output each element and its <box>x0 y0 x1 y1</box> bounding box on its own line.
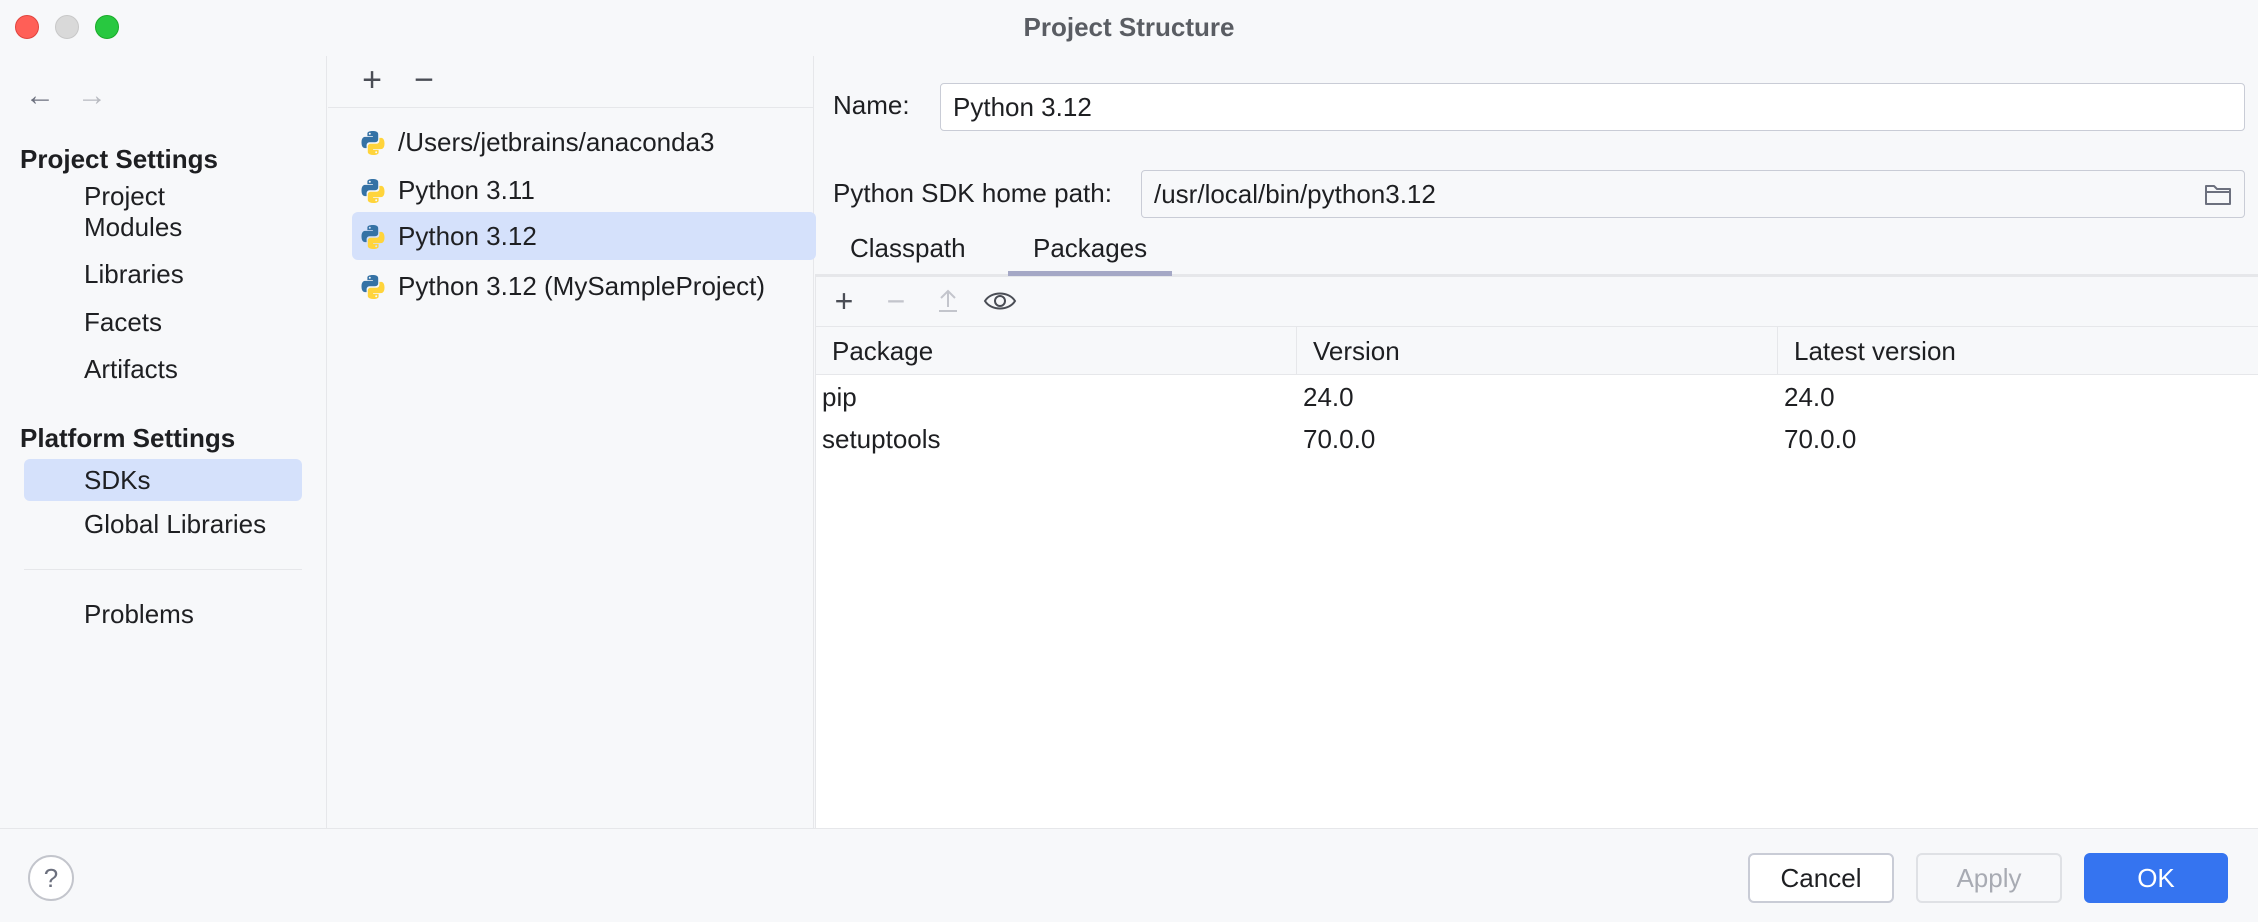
sdk-item-label: /Users/jetbrains/anaconda3 <box>398 127 715 157</box>
maximize-window-button[interactable] <box>95 15 119 39</box>
tab-classpath[interactable]: Classpath <box>850 233 966 263</box>
sdk-list-item[interactable]: Python 3.12 (MySampleProject) <box>352 262 816 310</box>
package-name-cell: setuptools <box>822 424 941 454</box>
python-icon <box>361 179 385 203</box>
python-icon <box>361 225 385 249</box>
sdk-details-panel: Name: Python 3.12 Python SDK home path: … <box>815 56 2258 828</box>
sidebar-item-sdks[interactable]: SDKs <box>24 459 302 501</box>
package-latest-version-cell: 24.0 <box>1784 382 1835 412</box>
home-path-label: Python SDK home path: <box>833 178 1112 208</box>
remove-sdk-minus-icon[interactable]: − <box>414 61 434 99</box>
sdk-list-item[interactable]: Python 3.11 <box>352 166 816 214</box>
sdk-item-label: Python 3.12 (MySampleProject) <box>398 271 766 301</box>
folder-icon[interactable] <box>2204 181 2232 207</box>
minimize-window-button[interactable] <box>55 15 79 39</box>
details-tabs: Classpath Packages <box>815 226 2258 276</box>
sdk-list-panel: + − /Users/jetbrains/anaconda3 Python 3.… <box>328 56 816 828</box>
apply-button[interactable]: Apply <box>1916 853 2062 903</box>
column-header-version[interactable]: Version <box>1297 327 1778 375</box>
sdk-list-item[interactable]: /Users/jetbrains/anaconda3 <box>352 118 816 166</box>
sidebar-item-modules[interactable]: Modules <box>84 212 183 242</box>
package-latest-version-cell: 70.0.0 <box>1784 424 1857 454</box>
dialog-footer: ? Cancel Apply OK <box>0 828 2258 922</box>
sdk-home-path-input[interactable]: /usr/local/bin/python3.12 <box>1141 170 2245 218</box>
sdk-list-item-selected[interactable]: Python 3.12 <box>352 212 816 260</box>
cancel-button[interactable]: Cancel <box>1748 853 1894 903</box>
back-arrow-icon[interactable]: ← <box>25 79 55 112</box>
packages-toolbar: + − <box>816 277 2258 327</box>
sdk-item-label: Python 3.12 <box>398 221 537 251</box>
column-header-package[interactable]: Package <box>816 327 1297 375</box>
project-settings-header: Project Settings <box>20 144 218 174</box>
install-package-plus-icon[interactable]: + <box>834 283 854 319</box>
add-sdk-plus-icon[interactable]: + <box>362 61 382 99</box>
sidebar-item-artifacts[interactable]: Artifacts <box>84 354 178 384</box>
sdk-item-label: Python 3.11 <box>398 175 535 205</box>
sidebar-item-libraries[interactable]: Libraries <box>84 259 184 289</box>
sidebar-item-facets[interactable]: Facets <box>84 307 163 337</box>
python-icon <box>361 275 385 299</box>
packages-panel: + − Package Version Latest version <box>815 276 2258 828</box>
help-icon[interactable]: ? <box>28 855 74 901</box>
table-row[interactable]: pip 24.0 24.0 <box>816 376 2258 418</box>
package-version-cell: 24.0 <box>1303 382 1354 412</box>
sidebar-item-global-libraries[interactable]: Global Libraries <box>84 509 267 539</box>
forward-arrow-icon[interactable]: → <box>77 79 107 112</box>
sidebar-item-problems[interactable]: Problems <box>84 599 194 629</box>
sdk-name-input[interactable]: Python 3.12 <box>940 83 2245 131</box>
package-version-cell: 70.0.0 <box>1303 424 1376 454</box>
name-label: Name: <box>833 90 910 120</box>
uninstall-package-minus-icon[interactable]: − <box>886 283 906 319</box>
platform-settings-header: Platform Settings <box>20 423 236 453</box>
sidebar-item-project[interactable]: Project <box>84 181 165 211</box>
tab-packages[interactable]: Packages <box>1008 226 1173 276</box>
window-title: Project Structure <box>1023 12 1235 42</box>
sdk-list-toolbar: + − <box>328 56 814 108</box>
table-row[interactable]: setuptools 70.0.0 70.0.0 <box>816 418 2258 460</box>
python-icon <box>361 131 385 155</box>
title-bar: Project Structure <box>0 0 2258 56</box>
sidebar-divider <box>24 569 302 570</box>
packages-table-header: Package Version Latest version <box>816 327 2258 375</box>
settings-sidebar: ← → Project Settings Project Modules Lib… <box>0 56 327 828</box>
column-header-latest-version[interactable]: Latest version <box>1794 336 1956 366</box>
close-window-button[interactable] <box>15 15 39 39</box>
ok-button[interactable]: OK <box>2084 853 2228 903</box>
upgrade-package-icon[interactable] <box>928 281 968 321</box>
package-name-cell: pip <box>822 382 857 412</box>
home-path-value: /usr/local/bin/python3.12 <box>1154 179 1436 209</box>
show-early-releases-eye-icon[interactable] <box>980 281 1020 321</box>
